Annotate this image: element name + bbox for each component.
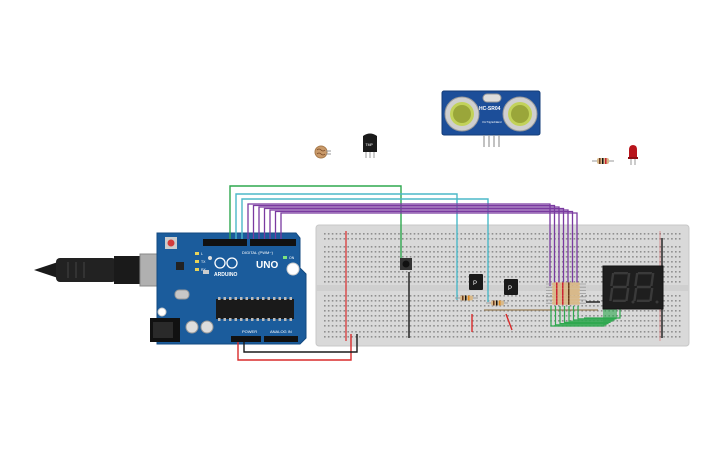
segment-resistor[interactable]: [546, 292, 586, 296]
seven-segment-display[interactable]: [602, 265, 664, 310]
red-led[interactable]: [628, 145, 638, 165]
pin-label-echo: Echo: [492, 120, 498, 124]
mounting-hole: [157, 307, 167, 317]
wire-purple[interactable]: [274, 210, 574, 287]
wire-purple[interactable]: [269, 209, 569, 286]
digital-header-low: [250, 239, 296, 246]
tx-label: TX: [201, 260, 206, 264]
segment-resistor[interactable]: [546, 301, 586, 305]
tmp-temperature-sensor[interactable]: TMP: [363, 133, 377, 159]
wire-purple[interactable]: [280, 212, 578, 286]
wire-green-pushbutton[interactable]: [229, 185, 402, 262]
wire-red-5v[interactable]: [237, 334, 352, 361]
wire-purple[interactable]: [252, 204, 556, 287]
wire-bundle-purple[interactable]: [247, 203, 578, 287]
segment-resistor[interactable]: [546, 288, 586, 292]
wire-green-segment[interactable]: [568, 306, 613, 322]
arduino-uno-board[interactable]: DIGITAL (PWM~) L TX RX ARDUINO UNO ON: [150, 232, 307, 345]
reset-button-cap[interactable]: [167, 239, 175, 247]
wire-purple[interactable]: [258, 206, 560, 286]
wire-green-segment[interactable]: [554, 306, 607, 326]
usb-b-cable[interactable]: [34, 253, 163, 287]
crystal: [482, 93, 502, 103]
wire-purple[interactable]: [263, 207, 565, 287]
transistor-1-label: P: [473, 281, 477, 287]
digital-label: DIGITAL (PWM~): [242, 250, 274, 255]
wire-green-segment[interactable]: [563, 306, 611, 323]
wire-green-segment[interactable]: [584, 309, 621, 319]
wire-purple[interactable]: [247, 203, 551, 286]
digital-header-high: [203, 239, 247, 246]
breadboard-holes: [324, 233, 681, 338]
analog-header: [264, 336, 298, 342]
transistor-1[interactable]: P: [469, 274, 483, 290]
tmp-label: TMP: [366, 143, 374, 147]
power-label: POWER: [242, 329, 257, 334]
segment-resistor[interactable]: [546, 298, 586, 302]
seven-segment-digit-2: [633, 272, 659, 304]
mounting-hole: [286, 262, 300, 276]
l-led-label: L: [201, 252, 203, 256]
atmega-chip: [216, 299, 294, 319]
hc-sr04-ultrasonic-sensor[interactable]: HC-SR04 Vcc Trig Echo Gnd: [441, 90, 541, 147]
on-led-label: ON: [289, 256, 295, 260]
resistor-base-1[interactable]: [455, 295, 478, 301]
wire-black-gnd[interactable]: [243, 334, 358, 353]
wire-bundle-green[interactable]: [550, 306, 621, 327]
pin-label-gnd: Gnd: [497, 120, 502, 124]
wire-teal-1[interactable]: [235, 193, 458, 300]
wire-teal-2[interactable]: [241, 198, 489, 302]
pushbutton[interactable]: [400, 258, 412, 270]
photoresistor[interactable]: [314, 145, 331, 159]
resistor-base-2[interactable]: [486, 300, 508, 306]
wire-green-segment[interactable]: [572, 306, 615, 321]
wire-green-segment[interactable]: [559, 306, 609, 325]
wire-green-segment[interactable]: [577, 306, 617, 320]
pin-label-trig: Trig: [487, 120, 492, 124]
arduino-logo-icon: [214, 257, 238, 269]
seven-segment-digit-1: [609, 272, 635, 304]
arduino-logo-text: ARDUINO: [214, 272, 237, 278]
resistor[interactable]: [592, 158, 614, 164]
segment-resistor[interactable]: [546, 295, 586, 299]
segment-resistor-array[interactable]: [546, 282, 586, 305]
segment-resistor[interactable]: [546, 282, 586, 286]
transistor-2-label: P: [508, 286, 512, 292]
transistor-2[interactable]: P: [504, 279, 518, 295]
pin-label-vcc: Vcc: [482, 120, 487, 124]
usb-chip: [176, 262, 184, 270]
analog-label: ANALOG IN: [270, 329, 292, 334]
segment-resistor[interactable]: [546, 285, 586, 289]
uno-model-text: UNO: [256, 260, 278, 271]
wire-red-short[interactable]: [505, 313, 513, 331]
wires[interactable]: [229, 185, 663, 361]
sensor-label: HC-SR04: [479, 106, 501, 112]
atmega-chip-pins: [218, 297, 292, 321]
power-header: [231, 336, 261, 342]
